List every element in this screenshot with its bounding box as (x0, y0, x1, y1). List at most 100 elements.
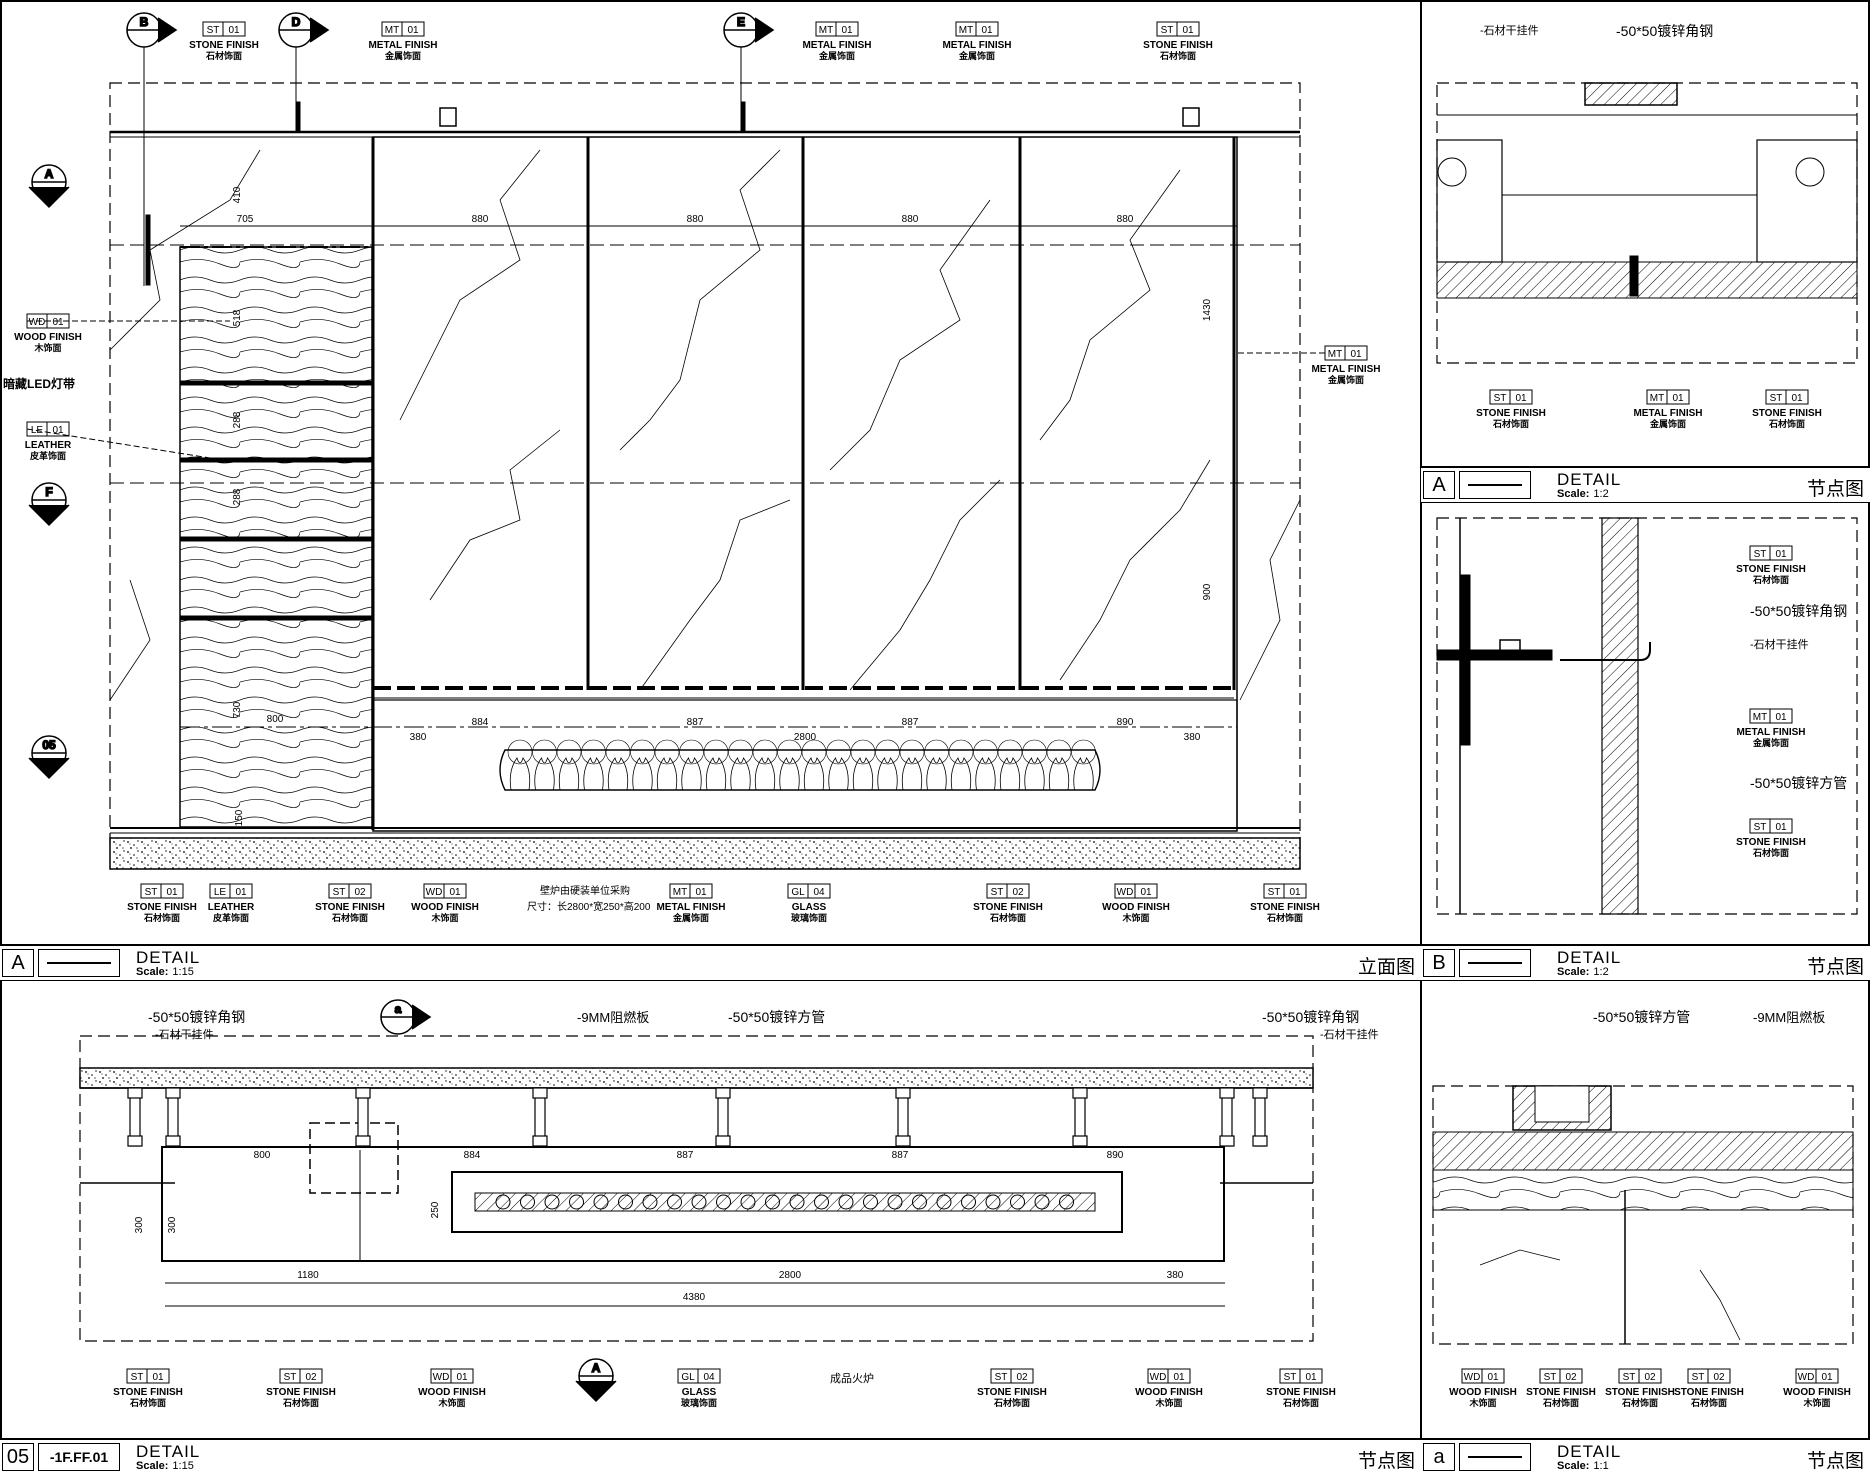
section-05-pointer (28, 757, 70, 780)
fireplace-scallop (1022, 739, 1047, 765)
callout-box (279, 1368, 323, 1384)
callout-finish-en: WOOD FINISH (1135, 1387, 1203, 1398)
burner-hole (740, 1194, 756, 1210)
flame-mark (1024, 757, 1045, 791)
titleblock-detail-b: B DETAIL Scale:1:2 节点图 (1421, 944, 1870, 980)
callout-finish-cn: 石材饰面 (1542, 1397, 1579, 1408)
callout-finish-en: GLASS (682, 1387, 717, 1398)
dimension-label: 2800 (794, 732, 817, 743)
post-cap (532, 1087, 548, 1099)
burner-hole (667, 1194, 682, 1210)
callout-finish-cn: 石材饰面 (129, 1397, 166, 1408)
burner-hole (1010, 1194, 1025, 1210)
view-type: 节点图 (1357, 1451, 1415, 1472)
view-id: a (1423, 1443, 1455, 1471)
callout-finish-cn: 石材饰面 (205, 50, 242, 61)
callout-code: GL (681, 1372, 695, 1383)
note-steel-tube-plan: -50*50镀锌方管 (728, 1009, 825, 1025)
flame-mark (803, 757, 825, 791)
detail-title: DETAIL (1557, 1442, 1622, 1461)
dimension-label: 887 (677, 1150, 694, 1161)
fireplace-scallop (581, 739, 606, 765)
scale-label: Scale:1:15 (136, 1460, 194, 1472)
dimension-label: 518 (232, 309, 243, 326)
callout-code: ST (1161, 25, 1174, 36)
callout-code: MT (1328, 349, 1342, 360)
callout-finish-cn: 木饰面 (1121, 912, 1149, 923)
burner-hole (985, 1194, 1001, 1210)
callout-number: 01 (456, 1372, 468, 1383)
dimension-label: 2800 (779, 1270, 802, 1281)
note-led-strip: 暗藏LED灯带 (3, 376, 75, 391)
callout-code: LE (214, 887, 227, 898)
detail-title: DETAIL (1557, 470, 1622, 489)
flame-mark (975, 757, 996, 791)
callout-code: ST (991, 887, 1004, 898)
callout-finish-cn: 木饰面 (1468, 1397, 1496, 1408)
callout-number: 01 (841, 25, 853, 36)
note-fireplace-purchase: 壁炉由硬装单位采购 (540, 884, 630, 897)
note-stone-hanger-plan-r: -石材干挂件 (1320, 1027, 1379, 1041)
callout-code: MT (1753, 712, 1767, 723)
scale-label: Scale:1:2 (1557, 966, 1609, 978)
note-fireboard-a: -9MM阻燃板 (1753, 1010, 1825, 1025)
post-base (895, 1135, 911, 1147)
callout-box (1539, 1368, 1583, 1384)
fireplace-scallop (507, 739, 533, 765)
titleblock-plan: 05 -1F.FF.01 DETAIL Scale:1:15 节点图 (0, 1438, 1421, 1474)
dimension-label: 730 (232, 701, 243, 718)
callout-code: ST (1623, 1372, 1636, 1383)
flame-mark (779, 757, 800, 791)
callout-code: GL (791, 887, 805, 898)
callout-finish-cn: 金属饰面 (1649, 418, 1686, 429)
dimension-label: 705 (237, 214, 254, 225)
callout-box (1749, 545, 1793, 561)
elevation-view (109, 82, 1301, 870)
note-steel-tube-b: -50*50镀锌方管 (1750, 775, 1847, 791)
callout-box (669, 883, 713, 899)
callout-number: 02 (305, 1372, 317, 1383)
note-angle-steel-b: -50*50镀锌角钢 (1750, 603, 1847, 619)
callout-box (328, 883, 372, 899)
callout-finish-cn: 石材饰面 (331, 912, 368, 923)
note-fireboard-plan: -9MM阻燃板 (577, 1010, 649, 1025)
callout-code: ST (1544, 1372, 1557, 1383)
dimension-label: 884 (464, 1150, 481, 1161)
callout-code: ST (207, 25, 220, 36)
detail-a-drawing (1436, 82, 1858, 364)
callout-box (1263, 883, 1307, 899)
fireplace-scallop (630, 739, 655, 765)
dimension-label: 380 (1184, 732, 1201, 743)
flame-mark (509, 757, 531, 791)
note-fireplace-size: 尺寸：长2800*宽250*高200 (527, 900, 651, 913)
section-small-a-label: a (395, 1002, 402, 1016)
callout-code: ST (1754, 549, 1767, 560)
dimension-label: 4380 (683, 1292, 706, 1303)
section-a-label: A (45, 167, 54, 181)
callout-finish-cn: 金属饰面 (958, 50, 995, 61)
callout-number: 01 (166, 887, 178, 898)
view-ref (1459, 1443, 1531, 1471)
callout-number: 01 (1672, 393, 1684, 404)
callout-number: 01 (1821, 1372, 1833, 1383)
flame-mark (632, 757, 653, 791)
section-a-plan-label: A (592, 1361, 601, 1375)
dimension-label: 887 (892, 1150, 909, 1161)
callout-number: 02 (1016, 1372, 1028, 1383)
callout-number: 01 (1350, 349, 1362, 360)
dimension-label: 250 (430, 1201, 441, 1218)
callout-finish-cn: 石材饰面 (1492, 418, 1529, 429)
